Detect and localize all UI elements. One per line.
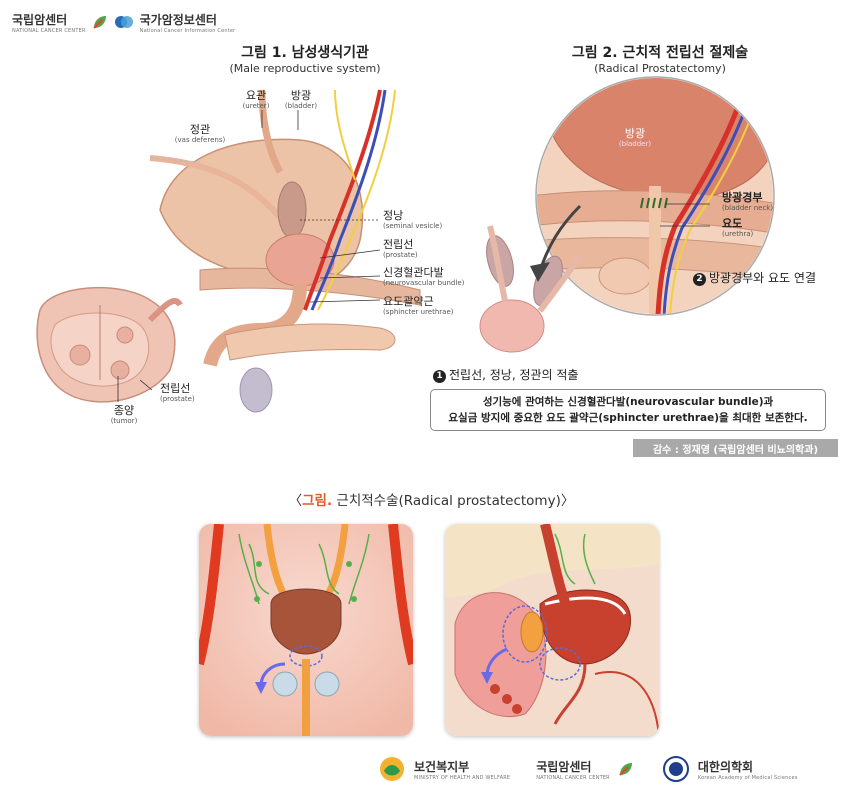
penis-shape <box>224 323 396 361</box>
pelvic-floor-shape <box>199 267 421 306</box>
note-line-1: 성기능에 관여하는 신경혈관다발(neurovascular bundle)과 <box>482 396 774 408</box>
bladder-frontal-shape <box>270 588 342 655</box>
nerve-line <box>317 89 396 311</box>
nerve-line-2 <box>334 89 356 181</box>
label-neurovascular-bundle: 신경혈관다발 (neurovascular bundle) <box>383 266 465 288</box>
zoom-tissue-lobe <box>598 257 652 295</box>
label-vas-deferens: 정관 (vas deferens) <box>174 123 226 145</box>
label-bladder-neck: 방광경부 (bladder neck) <box>722 191 774 213</box>
footer-logos: 보건복지부 MINISTRY OF HEALTH AND WELFARE 국립암… <box>378 752 798 786</box>
dissection-outline-1 <box>502 605 548 663</box>
bladder-wall-line <box>544 596 627 615</box>
left-artery-shape <box>199 524 224 666</box>
prostatectomy-illustration <box>479 76 775 353</box>
mohw-logo: 보건복지부 MINISTRY OF HEALTH AND WELFARE <box>414 759 511 781</box>
testis-shape <box>239 367 273 413</box>
nerve-node-4 <box>351 596 357 602</box>
leader-prostate2 <box>139 379 153 391</box>
figure2-heading: 그림 2. 근치적 전립선 절제술 (Radical Prostatectomy… <box>530 42 790 75</box>
vein-line <box>310 89 387 311</box>
step1-number-badge: 1 <box>433 370 446 383</box>
removal-arrowhead-icon <box>530 262 550 282</box>
label-sphincter-urethrae: 요도괄약근 (sphincter urethrae) <box>383 295 454 317</box>
muscle-dot-1 <box>490 684 500 694</box>
sagittal-vessel-shape <box>540 524 575 617</box>
ncic-emblem-icon <box>114 16 133 28</box>
figure1-subtitle: (Male reproductive system) <box>229 62 381 75</box>
tumor-nodule-3 <box>116 326 134 344</box>
footer-ncc-leaf-icon <box>619 763 632 776</box>
ncc-leaf-icon <box>92 16 106 29</box>
excised-vas-left <box>487 225 508 302</box>
figure-caption: 〈그림. 근치적수술(Radical prostatectomy)〉 <box>288 493 575 509</box>
testis-right-shape <box>314 671 340 697</box>
ncc-logo: 국립암센터 NATIONAL CANCER CENTER <box>12 12 86 34</box>
label-prostate-inset: 전립선 (prostate) <box>160 382 195 404</box>
step2-number-badge: 2 <box>693 273 706 286</box>
muscle-dot-3 <box>512 704 522 714</box>
tumor-nodule-1 <box>69 344 91 366</box>
sagittal-urethra-shape <box>553 663 587 725</box>
leader-nvb <box>319 275 381 279</box>
mohw-emblem-icon <box>380 757 404 781</box>
testis-left-shape <box>272 671 298 697</box>
footer-ncc-logo: 국립암센터 NATIONAL CANCER CENTER <box>536 759 610 781</box>
leader-prostate <box>319 249 381 259</box>
label-urethra: 요도 (urethra) <box>722 217 754 239</box>
sagittal-nerve-network <box>554 533 596 585</box>
figure1-title: 그림 1. 남성생식기관 <box>241 45 369 61</box>
vas-dashed-line <box>149 157 201 163</box>
ncic-logo: 국가암정보센터 National Cancer Information Cent… <box>139 12 236 34</box>
sagittal-arrowhead-icon <box>481 672 493 684</box>
reviewer-credit: 감수 : 정재영 (국립암센터 비뇨의학과) <box>633 439 838 457</box>
figure2-title: 그림 2. 근치적 전립선 절제술 <box>571 45 749 61</box>
figure1-heading: 그림 1. 남성생식기관 (Male reproductive system) <box>190 42 420 75</box>
nerve-node-3 <box>254 596 260 602</box>
male-reproductive-illustration <box>36 89 421 413</box>
label-ureter: 요관 (ureter) <box>242 89 270 111</box>
tumor-nodule-2 <box>110 360 130 380</box>
rectum-shape <box>454 592 547 718</box>
frontal-view-illustration <box>199 524 413 736</box>
suture-marks <box>640 197 668 209</box>
zoom-vein-line <box>662 87 754 314</box>
seminal-sagittal-shape <box>520 611 544 653</box>
inset-vas-shape <box>147 298 183 323</box>
leader-sphincter <box>309 299 381 303</box>
preservation-note-box: 성기능에 관여하는 신경혈관다발(neurovascular bundle)과 … <box>430 389 826 431</box>
nerve-node-2 <box>346 561 352 567</box>
frontal-view-panel <box>199 524 413 736</box>
right-artery-shape <box>388 524 413 666</box>
dissection-outline-2 <box>539 647 581 681</box>
ureter-shape <box>258 89 284 174</box>
excised-vas-right <box>537 254 583 313</box>
label-tumor: 종양 (tumor) <box>110 404 138 426</box>
excised-prostate-shape <box>479 299 545 353</box>
label-prostate: 전립선 (prostate) <box>383 238 418 260</box>
sagittal-view-illustration <box>445 524 659 736</box>
zoom-artery-line <box>655 85 748 314</box>
kams-logo: 대한의학회 Korean Academy of Medical Sciences <box>697 759 798 781</box>
curved-arrowhead-icon <box>255 682 267 694</box>
nerve-node-1 <box>256 561 262 567</box>
note-line-2: 요실금 방지에 중요한 요도 괄약근(sphincter urethrae)을 … <box>448 412 808 424</box>
label-seminal-vesicle: 정낭 (seminal vesicle) <box>383 209 443 231</box>
kams-seal-icon <box>662 756 689 782</box>
header-logos: 국립암센터 NATIONAL CANCER CENTER 국가암정보센터 Nat… <box>12 8 235 36</box>
sagittal-urethra-outer <box>594 671 659 736</box>
muscle-dot-2 <box>502 694 512 704</box>
artery-line <box>303 89 382 311</box>
figure2-subtitle: (Radical Prostatectomy) <box>594 62 726 75</box>
seminal-vesicle-shape <box>277 181 307 239</box>
zoom-nerve-line <box>669 89 761 314</box>
label-zoom-bladder: 방광 (bladder) <box>618 127 652 149</box>
sagittal-view-panel <box>445 524 659 736</box>
label-bladder: 방광 (bladder) <box>284 89 318 111</box>
